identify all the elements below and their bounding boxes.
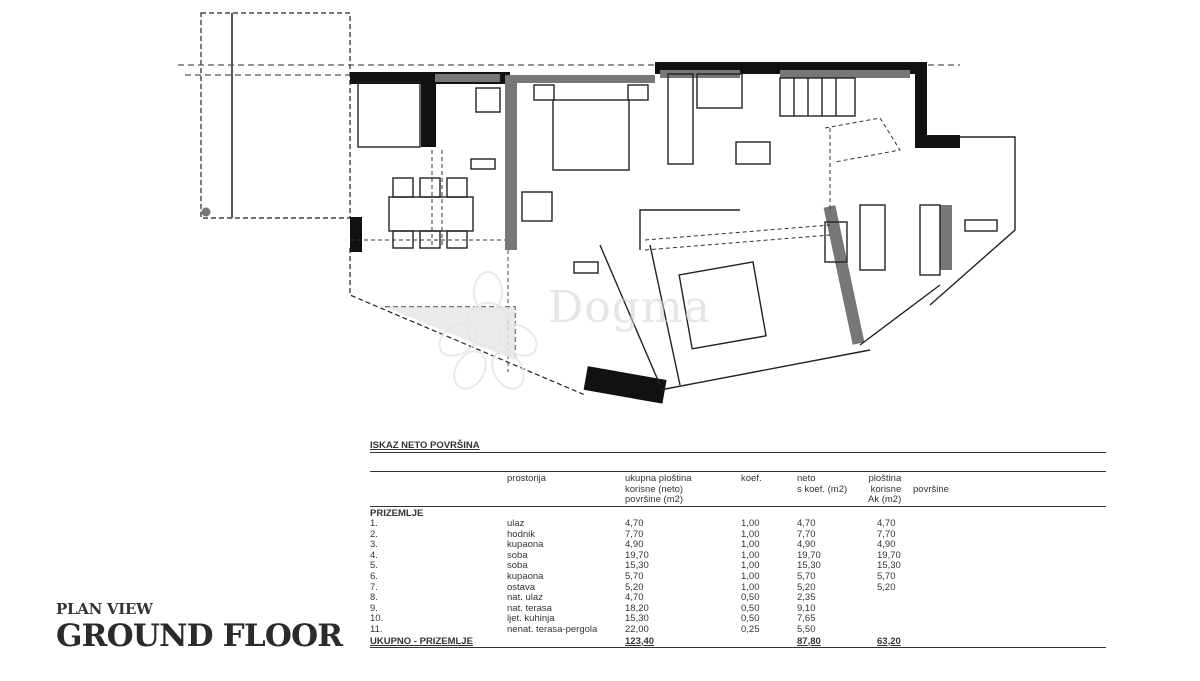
section-label: PRIZEMLJE — [370, 508, 424, 519]
header-extra: površine — [913, 484, 949, 495]
table-title: ISKAZ NETO POVRŠINA — [370, 440, 1106, 453]
header-neto: neto s koef. (m2) — [797, 473, 848, 495]
total-neto: 87,80 — [797, 635, 821, 647]
header-room: prostorija — [507, 473, 547, 484]
area-table: ISKAZ NETO POVRŠINA prostorija ukupna pl… — [370, 440, 1106, 648]
table-header: prostorija ukupna ploština korisne (neto… — [370, 471, 1106, 506]
floor-title: GROUND FLOOR — [56, 618, 343, 654]
header-coef: koef. — [741, 473, 762, 484]
plan-view-label: PLAN VIEW — [56, 600, 153, 618]
floor-plan-drawing — [178, 12, 1016, 404]
watermark-logo: Dogma — [548, 282, 711, 333]
total-area: 123,40 — [625, 635, 655, 647]
title-block: PLAN VIEW GROUND FLOOR — [56, 600, 343, 654]
header-ak: ploština korisne Ak (m2) — [868, 473, 902, 505]
total-label: UKUPNO - PRIZEMLJE — [370, 635, 473, 647]
total-ak: 63,20 — [877, 635, 901, 647]
header-area: ukupna ploština korisne (neto) površine … — [625, 473, 692, 505]
table-total-row: UKUPNO - PRIZEMLJE 123,40 87,80 63,20 — [370, 636, 1106, 648]
